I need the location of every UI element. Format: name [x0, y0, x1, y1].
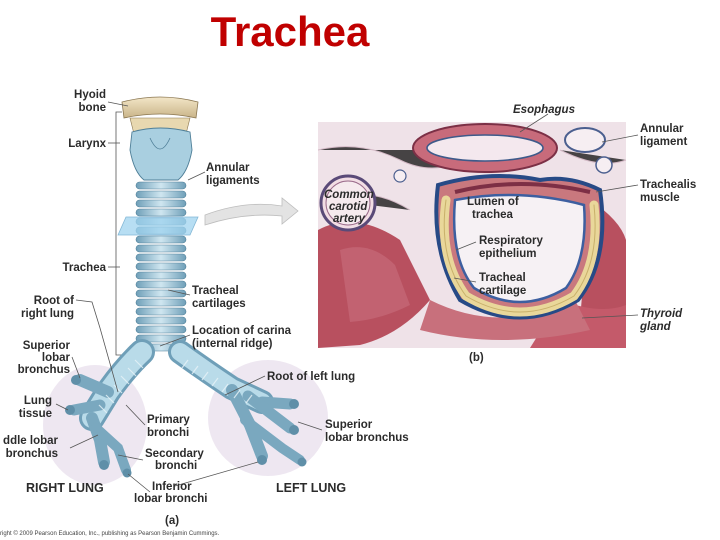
label-left-lung: LEFT LUNG — [276, 481, 346, 495]
label-superior-lobar-1: Superior — [23, 340, 71, 352]
cartilage-ring — [135, 253, 187, 262]
label-tracheal-cartilage-2: cartilage — [479, 285, 526, 297]
label-annular-ligaments-1: Annular — [206, 162, 250, 174]
panel-b-leader-lines — [453, 113, 639, 319]
label-hyoid-bone-1: Hyoid — [74, 89, 106, 101]
cartilage-ring — [135, 289, 187, 298]
label-thyroid-gland-2: gland — [639, 321, 672, 333]
label-respiratory-epithelium-1: Respiratory — [479, 235, 544, 247]
panel-a-labels: Hyoid bone Larynx Annular ligaments Trac… — [0, 89, 409, 537]
larynx — [129, 127, 193, 181]
page-title: Trachea — [210, 8, 370, 55]
label-secondary-bronchi-2: bronchi — [155, 460, 197, 472]
label-right-lung: RIGHT LUNG — [26, 481, 104, 495]
label-lung-tissue-1: Lung — [24, 395, 52, 407]
label-thyroid-gland-1: Thyroid — [640, 308, 683, 320]
label-location-carina-2: (internal ridge) — [192, 338, 273, 350]
label-trachealis-1: Trachealis — [640, 179, 696, 191]
label-location-carina-1: Location of carina — [192, 325, 292, 337]
cartilage-ring — [135, 262, 187, 271]
label-middle-lobar-2: bronchus — [6, 448, 58, 460]
label-inferior-lobar-2: lobar bronchi — [134, 493, 207, 505]
label-secondary-bronchi-1: Secondary — [145, 448, 204, 460]
cartilage-ring — [135, 307, 187, 316]
label-trachea: Trachea — [63, 262, 107, 274]
label-root-right-lung-1: Root of — [34, 295, 74, 307]
cartilage-ring — [135, 244, 187, 253]
caption-a: (a) — [165, 515, 179, 527]
label-annular-ligament-1: Annular — [640, 123, 684, 135]
caption-b: (b) — [469, 352, 484, 364]
label-superior-lobar-2: lobar — [42, 352, 71, 364]
label-common-carotid-1: Common — [324, 189, 374, 201]
label-root-right-lung-2: right lung — [21, 308, 74, 320]
cartilage-ring — [135, 298, 187, 307]
label-larynx: Larynx — [68, 138, 106, 150]
label-lumen-2: trachea — [472, 209, 514, 221]
cartilage-ring — [135, 181, 187, 190]
label-primary-bronchi-1: Primary — [147, 414, 190, 426]
label-trachealis-2: muscle — [640, 192, 680, 204]
panel-b-labels: Esophagus Annular ligament Common caroti… — [324, 104, 696, 364]
cartilage-ring — [135, 190, 187, 199]
copyright-text: right © 2009 Pearson Education, Inc., pu… — [0, 530, 220, 537]
bronchi — [65, 339, 307, 478]
label-primary-bronchi-2: bronchi — [147, 427, 189, 439]
label-superior-lobar-bronchus-2: lobar bronchus — [325, 432, 409, 444]
label-root-left-lung: Root of left lung — [267, 371, 355, 383]
label-superior-lobar-bronchus-1: Superior — [325, 419, 373, 431]
cartilage-ring — [135, 334, 187, 343]
region-bracket — [115, 111, 122, 356]
cartilage-ring — [135, 235, 187, 244]
label-annular-ligaments-2: ligaments — [206, 175, 260, 187]
tracheal-cartilage-rings — [135, 181, 187, 352]
histology-micrograph — [317, 122, 627, 348]
label-annular-ligament-2: ligament — [640, 136, 687, 148]
label-superior-lobar-3: bronchus — [18, 364, 70, 376]
label-common-carotid-2: carotid — [329, 201, 368, 213]
label-common-carotid-3: artery — [333, 213, 366, 225]
label-middle-lobar-1: ddle lobar — [3, 435, 58, 447]
cartilage-ring — [135, 271, 187, 280]
label-esophagus: Esophagus — [513, 104, 575, 116]
cartilage-ring — [135, 208, 187, 217]
label-inferior-lobar-1: Inferior — [152, 481, 192, 493]
label-lumen-1: Lumen of — [467, 196, 519, 208]
section-plane — [117, 197, 299, 236]
cartilage-ring — [135, 199, 187, 208]
panel-a-leader-lines — [55, 101, 323, 493]
cartilage-ring — [135, 316, 187, 325]
cartilage-ring — [135, 325, 187, 334]
label-tracheal-cartilage-1: Tracheal — [479, 272, 526, 284]
label-tracheal-cartilages-2: cartilages — [192, 298, 246, 310]
label-hyoid-bone-2: bone — [79, 102, 106, 114]
label-tracheal-cartilages-1: Tracheal — [192, 285, 239, 297]
label-respiratory-epithelium-2: epithelium — [479, 248, 537, 260]
cartilage-ring — [135, 280, 187, 289]
label-lung-tissue-2: tissue — [19, 408, 52, 420]
